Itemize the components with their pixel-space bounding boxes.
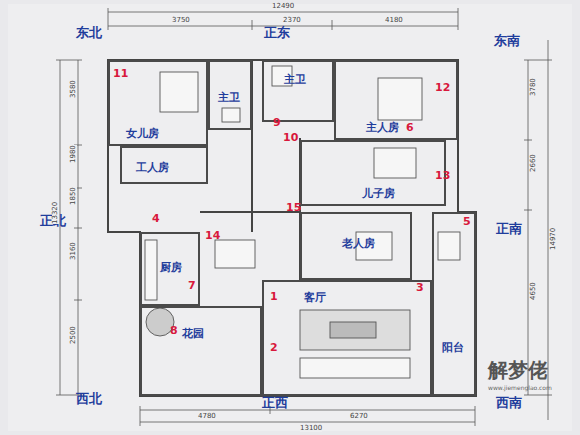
watermark: 解梦佬 — [488, 360, 548, 380]
direction-label: 西北 — [76, 392, 102, 405]
callout-number: 1 — [270, 291, 278, 302]
direction-label: 正西 — [262, 396, 288, 409]
dimension: 3780 — [530, 78, 537, 96]
room-box: 阳台 — [432, 212, 476, 396]
room-box: 主卫 — [208, 60, 252, 130]
watermark-url: www.jiemenglao.com — [488, 385, 552, 391]
callout-number: 6 — [406, 122, 414, 133]
dimension: 13320 — [52, 202, 59, 224]
direction-label: 西南 — [496, 396, 522, 409]
room-name: 客厅 — [304, 292, 326, 304]
dimension: 13100 — [300, 425, 322, 432]
room-name: 女儿房 — [126, 128, 159, 140]
dimension: 3750 — [172, 17, 190, 24]
room-name: 主卫 — [218, 92, 240, 104]
dimension: 12490 — [272, 3, 294, 10]
furniture — [145, 66, 460, 378]
room-name: 工人房 — [136, 162, 169, 174]
dimension-lines — [56, 8, 552, 426]
callout-number: 13 — [435, 170, 450, 181]
dimension: 14970 — [550, 228, 557, 250]
dimension: 3580 — [70, 80, 77, 98]
callout-number: 8 — [170, 325, 178, 336]
room-box: 老人房 — [300, 212, 412, 280]
room-name: 厨房 — [160, 262, 182, 274]
room-box: 客厅 — [262, 280, 432, 396]
callout-number: 14 — [205, 230, 220, 241]
dimension: 1850 — [70, 187, 77, 205]
dimension: 4780 — [198, 413, 216, 420]
callout-number: 2 — [270, 342, 278, 353]
callout-number: 3 — [416, 282, 424, 293]
room-box: 主卫 — [262, 60, 334, 122]
room-name: 主卫 — [284, 74, 306, 86]
dimension: 2370 — [283, 17, 301, 24]
callout-number: 9 — [273, 117, 281, 128]
room-box: 主人房 — [334, 60, 458, 140]
callout-number: 4 — [152, 213, 160, 224]
callout-number: 5 — [463, 216, 471, 227]
room-name: 儿子房 — [362, 188, 395, 200]
room-box: 花园 — [140, 306, 262, 396]
dimension: 6270 — [350, 413, 368, 420]
dimension: 3160 — [70, 242, 77, 260]
direction-label: 东北 — [76, 26, 102, 39]
callout-number: 11 — [113, 68, 128, 79]
direction-label: 东南 — [494, 34, 520, 47]
callout-number: 7 — [188, 280, 196, 291]
dimension: 2660 — [530, 154, 537, 172]
paper — [8, 4, 572, 431]
dimension: 4180 — [385, 17, 403, 24]
direction-label: 正南 — [496, 222, 522, 235]
room-box: 工人房 — [120, 146, 208, 184]
dimension: 1980 — [70, 145, 77, 163]
room-name: 主人房 — [366, 122, 399, 134]
room-name: 老人房 — [342, 238, 375, 250]
outer-walls — [108, 60, 476, 396]
room-name: 阳台 — [442, 342, 464, 354]
callout-number: 15 — [286, 202, 301, 213]
room-box: 儿子房 — [300, 140, 446, 206]
room-name: 花园 — [182, 328, 204, 340]
dimension: 2500 — [70, 326, 77, 344]
dimension: 4650 — [530, 282, 537, 300]
callout-number: 10 — [283, 132, 298, 143]
room-box: 厨房 — [140, 232, 200, 306]
callout-number: 12 — [435, 82, 450, 93]
direction-label: 正东 — [264, 26, 290, 39]
